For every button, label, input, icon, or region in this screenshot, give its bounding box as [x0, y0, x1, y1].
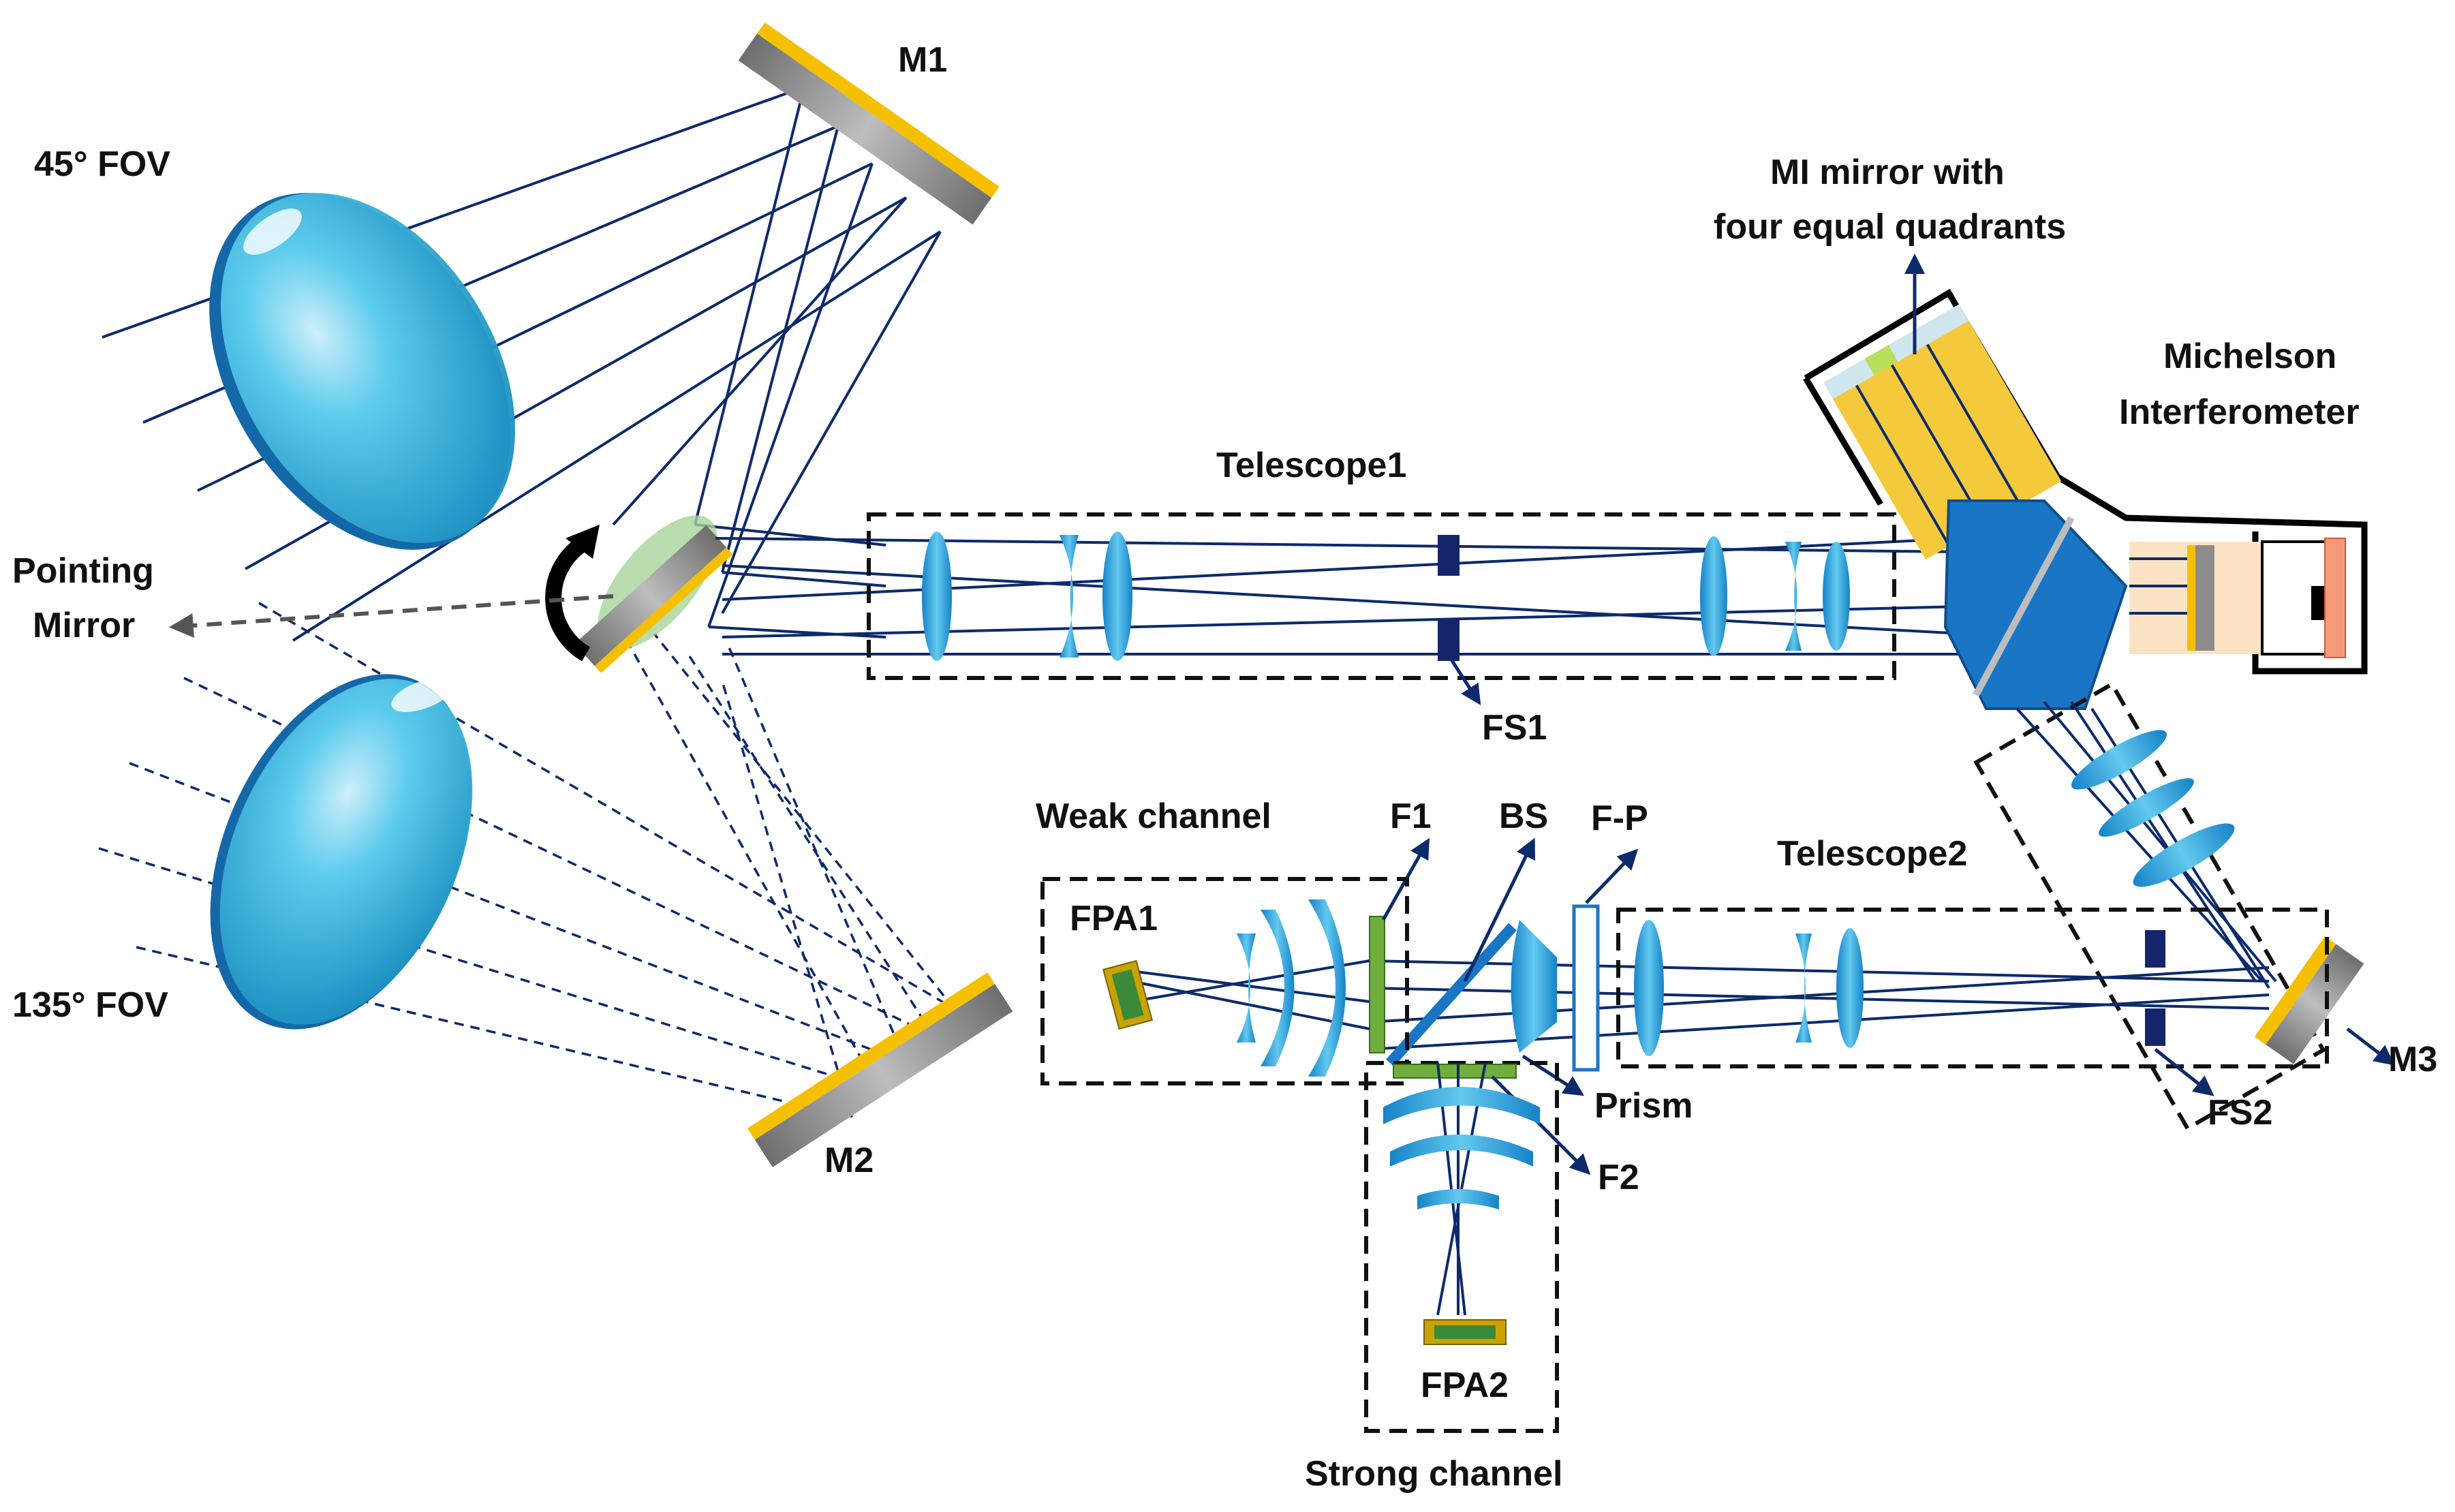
- fpa2-detector: [1423, 1319, 1507, 1345]
- strong-channel-lenses: [1383, 1087, 1540, 1209]
- label-fp: F-P: [1591, 799, 1648, 838]
- label-weak-channel: Weak channel: [1036, 797, 1271, 836]
- m3-arrow: [2346, 1028, 2395, 1066]
- weak-channel-rays: [1130, 959, 1370, 1030]
- label-michelson-2: Interferometer: [2119, 392, 2360, 432]
- field-stop-fs1: [1438, 535, 1460, 661]
- telescope2-angled-lenses: [2071, 730, 2235, 887]
- mi-mirror-arm: [1823, 304, 2062, 560]
- front-lens-135fov: [210, 674, 473, 1030]
- fpa1-detector: [1102, 959, 1154, 1030]
- mirror-m3: [2254, 936, 2364, 1064]
- label-pointing: Pointing: [12, 551, 154, 591]
- fp-arrow: [1585, 848, 1639, 904]
- label-prism: Prism: [1594, 1086, 1693, 1126]
- label-m3: M3: [2388, 1040, 2437, 1079]
- label-m1: M1: [898, 40, 947, 80]
- label-telescope2: Telescope2: [1777, 834, 1967, 874]
- label-m2: M2: [824, 1141, 874, 1180]
- label-f2: F2: [1598, 1158, 1639, 1197]
- label-michelson-1: Michelson: [2163, 337, 2336, 376]
- field-stop-fs2: [2145, 930, 2165, 1046]
- mirror-m1: [738, 22, 1000, 225]
- telescope2-lenses: [1634, 920, 1864, 1056]
- label-strong-channel: Strong channel: [1305, 1454, 1562, 1494]
- telescope1-box: [867, 512, 1896, 680]
- label-bs: BS: [1499, 797, 1548, 836]
- filter-f2: [1393, 1064, 1517, 1079]
- label-45fov: 45° FOV: [34, 144, 170, 184]
- pointing-mirror: [545, 515, 733, 673]
- label-fs2: FS2: [2208, 1093, 2272, 1132]
- telescope1-rays: [715, 537, 1963, 655]
- label-f1: F1: [1390, 797, 1432, 836]
- fs1-arrow: [1448, 656, 1481, 706]
- strong-channel-box: [1364, 1061, 1559, 1433]
- telescope2-box: [1616, 908, 2329, 1068]
- telescope2-rays: [1369, 959, 2270, 1051]
- fs2-arrow: [2154, 1048, 2214, 1096]
- label-135fov: 135° FOV: [12, 985, 168, 1025]
- front-lens-45fov: [209, 193, 515, 550]
- prism: [1511, 920, 1557, 1053]
- weak-channel-lenses: [1237, 899, 1346, 1077]
- label-fs1: FS1: [1482, 708, 1547, 747]
- label-fpa2: FPA2: [1421, 1366, 1509, 1405]
- beam-splitter-bs: [1386, 837, 1535, 1067]
- beam-splitter-cube: [1943, 499, 2128, 710]
- mirror-m2: [747, 972, 1013, 1167]
- beam-splitter-diagonal: [1973, 516, 2075, 697]
- label-pointing-mirror: Mirror: [33, 606, 135, 645]
- label-mi-mirror-1: MI mirror with: [1770, 153, 2005, 192]
- fabry-perot-etalon: [1572, 904, 1600, 1072]
- weak-channel-box: [1040, 877, 1409, 1085]
- label-mi-mirror-2: four equal quadrants: [1714, 207, 2066, 247]
- label-fpa1: FPA1: [1070, 899, 1158, 938]
- label-telescope1: Telescope1: [1216, 446, 1406, 485]
- telescope1-lenses: [922, 531, 1850, 661]
- michelson-right-arm: [2129, 538, 2346, 658]
- telescope2-angled-box: [1973, 681, 2326, 1132]
